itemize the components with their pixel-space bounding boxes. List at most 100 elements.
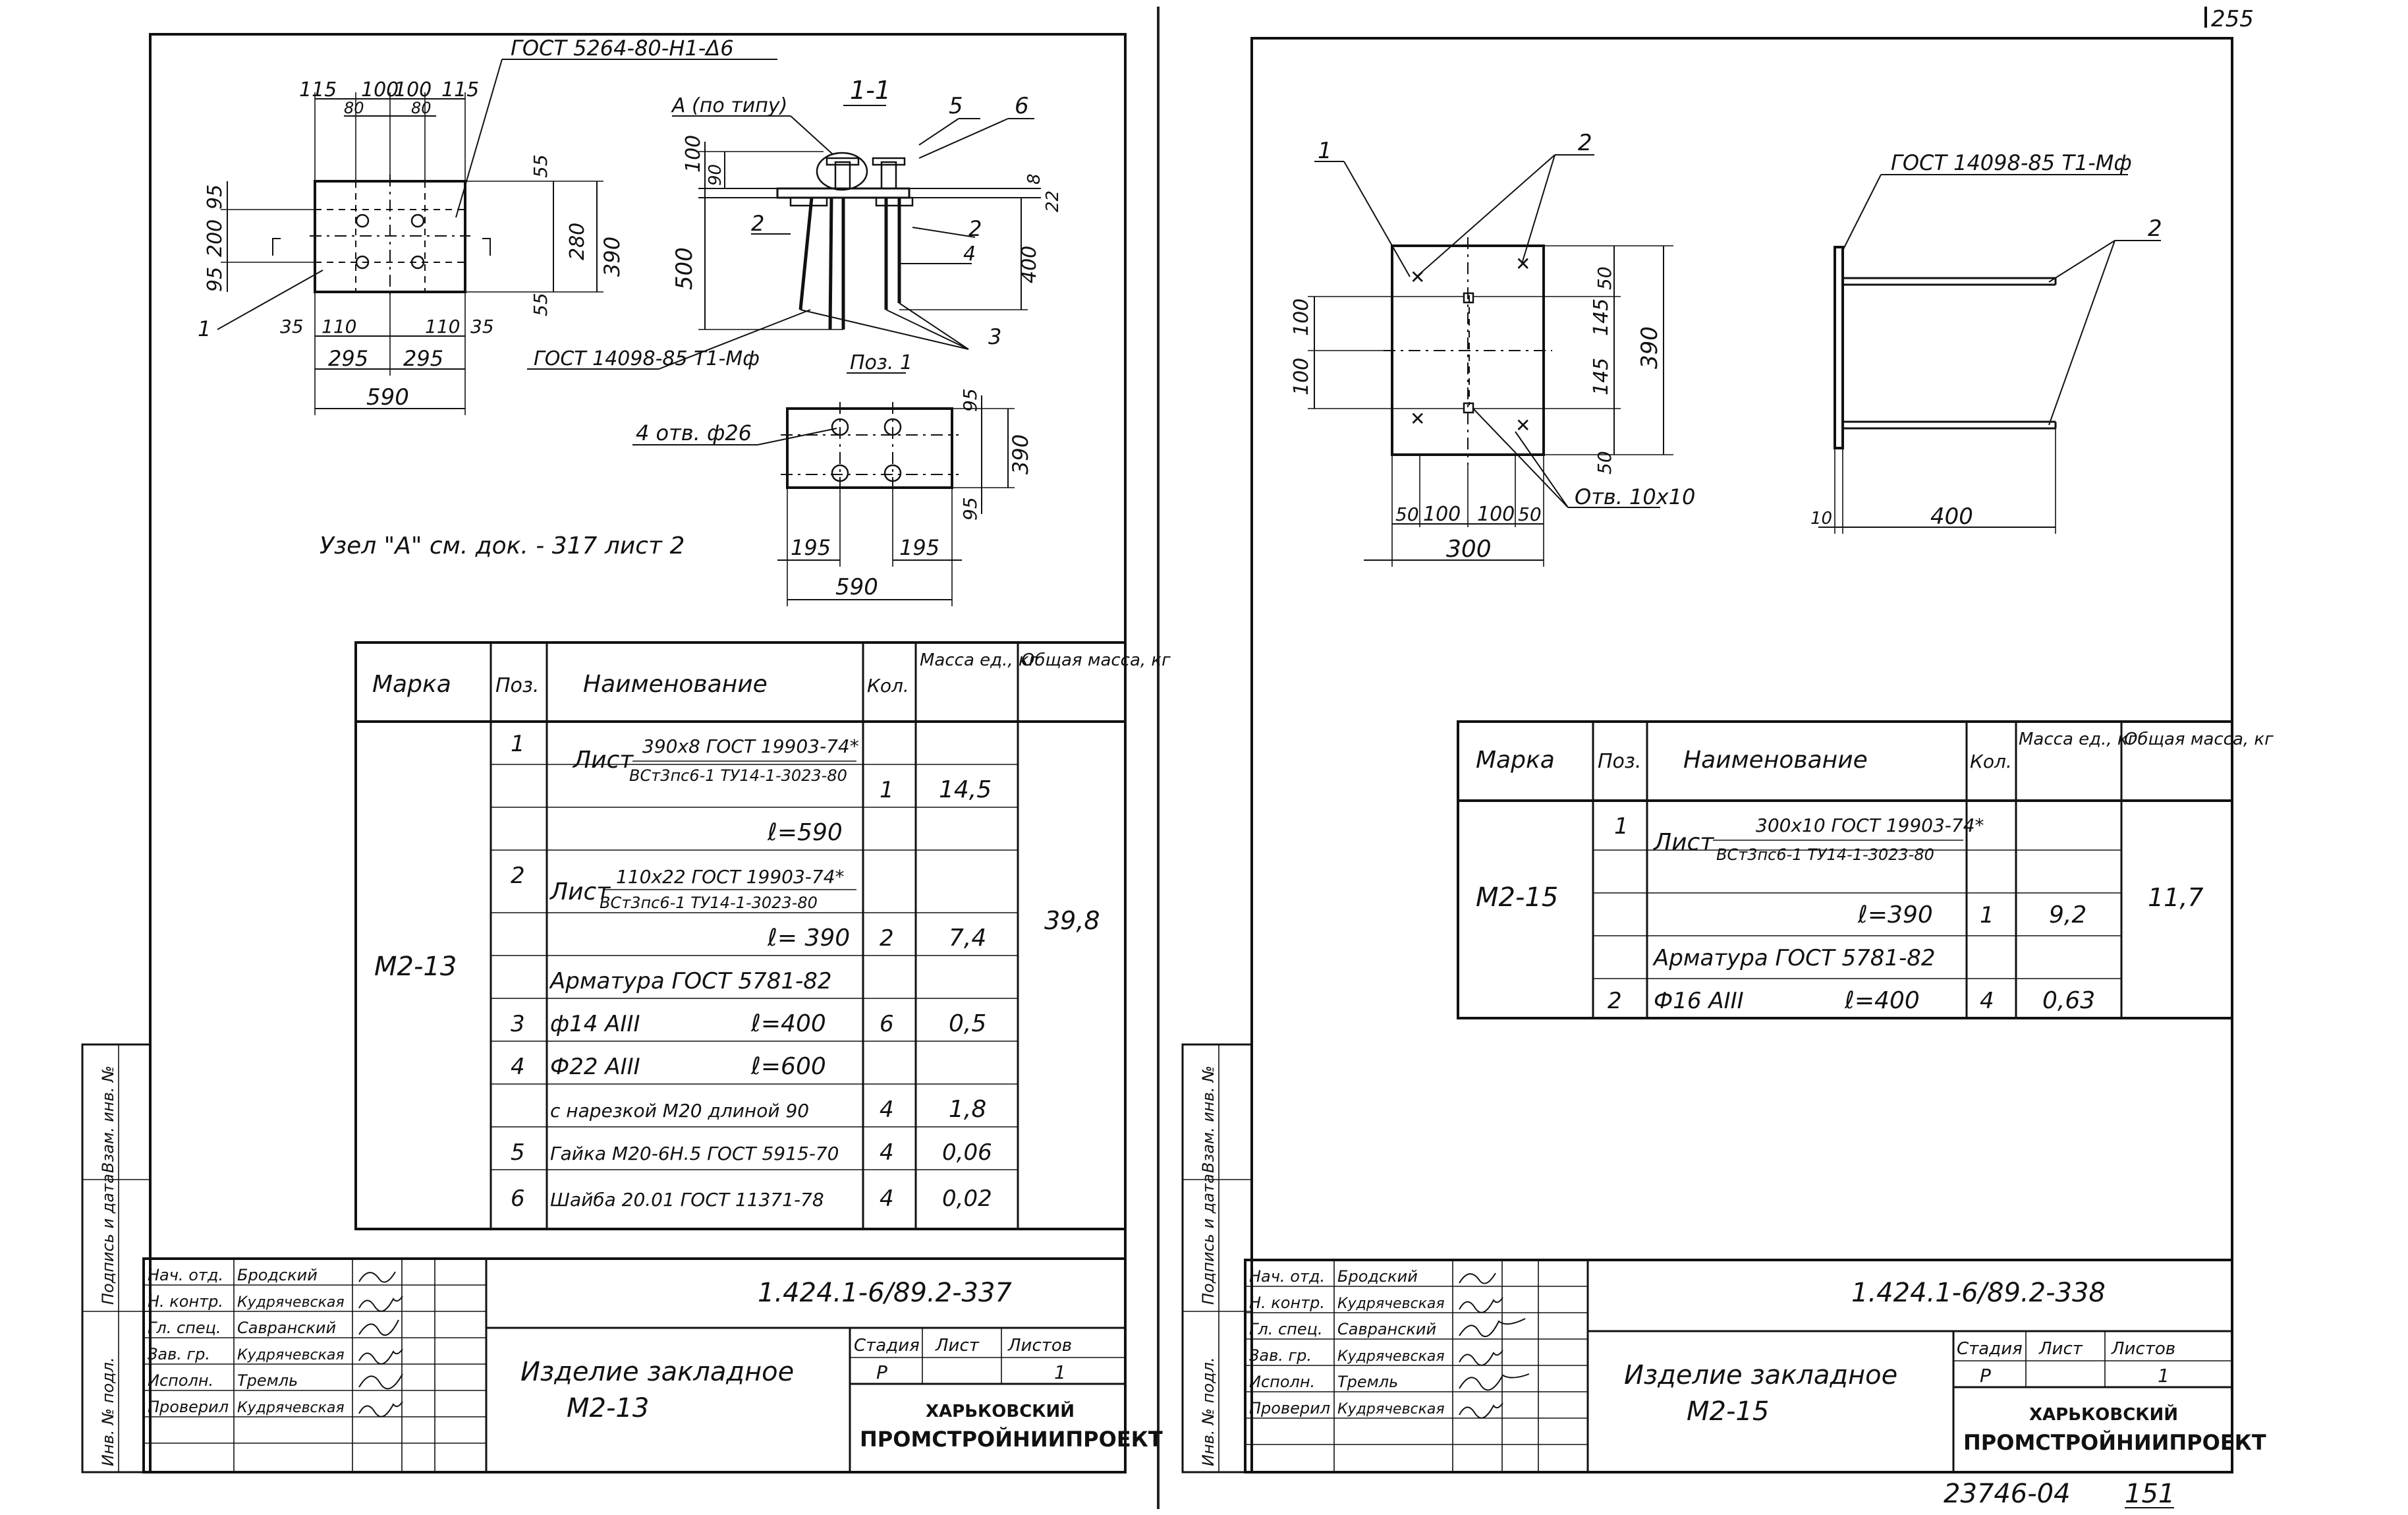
qty-cell: 4 xyxy=(1980,988,1994,1014)
sheet-header: Лист xyxy=(935,1336,980,1356)
dim-280: 280 xyxy=(566,223,589,260)
person-name: Савранский xyxy=(237,1319,336,1337)
dim-100: 100 xyxy=(361,78,399,101)
qty-cell: 4 xyxy=(880,1097,894,1123)
person-name: Кудрячевская xyxy=(237,1294,345,1311)
header-unit-mass: Масса ед., кг xyxy=(2019,729,2137,749)
length-cell: ℓ=400 xyxy=(1844,987,1920,1014)
right-title-block: Нач. отд. Н. контр. Гл. спец. Зав. гр. И… xyxy=(1244,1259,2266,1473)
name-cell: Лист xyxy=(1652,829,1714,856)
sheet-header: Лист xyxy=(2038,1339,2083,1359)
signature xyxy=(1459,1373,1530,1391)
dim-100: 100 xyxy=(1477,503,1515,526)
header-qty: Кол. xyxy=(1970,751,2012,772)
organization-line2: ПРОМСТРОЙНИИПРОЕКТ xyxy=(860,1427,1163,1452)
callout-1: 1 xyxy=(198,316,211,341)
dim-80: 80 xyxy=(344,99,364,117)
node-a-label: А (по типу) xyxy=(671,94,787,117)
dim-100: 100 xyxy=(1423,503,1461,526)
dim-400: 400 xyxy=(1930,503,1973,530)
qty-cell: 1 xyxy=(1980,902,1994,929)
header-name: Наименование xyxy=(1683,747,1868,774)
length-cell: ℓ=590 xyxy=(767,819,843,846)
name-cell: Ф22 АIII xyxy=(550,1054,640,1080)
pos-1-label: Поз. 1 xyxy=(850,351,912,374)
signature xyxy=(1459,1297,1503,1313)
qty-cell: 4 xyxy=(880,1139,894,1166)
pos-1-plate: 4 отв. ф26 95 390 95 195 195 590 xyxy=(632,388,1033,606)
header-mark: Марка xyxy=(1476,747,1555,774)
dim-145: 145 xyxy=(1590,358,1613,395)
name-cell: 300х10 ГОСТ 19903-74* xyxy=(1756,815,1984,836)
dim-50: 50 xyxy=(1518,503,1542,525)
pos-cell: 1 xyxy=(511,731,525,757)
header-mark: Марка xyxy=(372,671,451,698)
side-inv-label: Инв. № подл. xyxy=(1199,1357,1218,1466)
dim-35: 35 xyxy=(470,316,494,337)
stage-value: Р xyxy=(1980,1365,1991,1386)
organization-line1: ХАРЬКОВСКИЙ xyxy=(2029,1404,2178,1425)
qty-cell: 2 xyxy=(880,925,894,952)
document-code: 1.424.1-6/89.2-338 xyxy=(1851,1278,2106,1308)
organization-line2: ПРОМСТРОЙНИИПРОЕКТ xyxy=(1963,1430,2266,1455)
sheets-header: Листов xyxy=(1007,1336,1072,1356)
name-cell: Лист xyxy=(549,878,611,905)
header-total-mass: Общая масса, кг xyxy=(2124,729,2274,749)
person-name: Тремль xyxy=(1337,1373,1398,1391)
role-label: Нач. отд. xyxy=(148,1266,223,1284)
name-cell: ВСт3пс6-1 ТУ14-1-3023-80 xyxy=(1716,845,1934,864)
stage-header: Стадия xyxy=(854,1336,920,1356)
qty-cell: 1 xyxy=(880,777,894,803)
document-subtitle: М2-13 xyxy=(567,1393,649,1423)
stage-value: Р xyxy=(876,1361,887,1383)
pos-cell: 6 xyxy=(511,1186,525,1212)
dim-110: 110 xyxy=(322,316,356,337)
signature xyxy=(358,1271,396,1283)
holes-label: 4 отв. ф26 xyxy=(636,420,752,445)
signature xyxy=(358,1296,403,1312)
signature xyxy=(358,1348,403,1365)
page-number: 255 xyxy=(2211,6,2254,32)
pos-cell: 2 xyxy=(1608,988,1622,1014)
callout-6: 6 xyxy=(1015,93,1029,119)
role-label: Исполн. xyxy=(1249,1373,1315,1391)
name-cell: Ф16 АIII xyxy=(1654,988,1744,1014)
total-mass-cell: 11,7 xyxy=(2148,883,2204,912)
callout-2: 2 xyxy=(751,211,764,236)
svg-text:✕: ✕ xyxy=(1515,253,1530,275)
dim-100: 100 xyxy=(394,78,432,101)
name-cell: Гайка М20-6Н.5 ГОСТ 5915-70 xyxy=(550,1143,839,1164)
plan-view-m2-13: 115 100 100 115 80 80 95 200 95 55 280 5… xyxy=(198,36,777,415)
signature xyxy=(358,1373,403,1390)
role-label: Исполн. xyxy=(148,1371,213,1390)
name-cell: Лист xyxy=(572,747,634,774)
dim-590: 590 xyxy=(835,574,878,600)
weld-note-top: ГОСТ 5264-80-Н1-Δ6 xyxy=(511,36,734,61)
role-label: Зав. гр. xyxy=(148,1345,210,1363)
left-sheet: 115 100 100 115 80 80 95 200 95 55 280 5… xyxy=(81,33,1171,1473)
callout-2: 2 xyxy=(968,216,982,241)
document-subtitle: М2-15 xyxy=(1687,1396,1769,1427)
unit-mass-cell: 9,2 xyxy=(2049,901,2086,929)
callout-4: 4 xyxy=(963,243,976,266)
stage-header: Стадия xyxy=(1957,1339,2023,1359)
organization-line1: ХАРЬКОВСКИЙ xyxy=(926,1400,1075,1421)
role-label: Проверил xyxy=(148,1398,229,1416)
document-code: 1.424.1-6/89.2-337 xyxy=(758,1278,1012,1308)
rebar-cell: Арматура ГОСТ 5781-82 xyxy=(549,968,832,994)
dim-100: 100 xyxy=(682,135,705,173)
signature xyxy=(358,1401,403,1417)
name-cell: Шайба 20.01 ГОСТ 11371-78 xyxy=(550,1189,824,1211)
holes-label: Отв. 10х10 xyxy=(1575,484,1695,509)
spec-table-m2-15: Марка Поз. Наименование Кол. Масса ед., … xyxy=(1457,720,2274,1019)
mark-cell: М2-13 xyxy=(374,952,457,982)
dim-95: 95 xyxy=(959,497,981,521)
dim-400: 400 xyxy=(1018,246,1041,283)
weld-note: ГОСТ 14098-85 Т1-Мф xyxy=(1891,150,2132,175)
callout-3: 3 xyxy=(988,324,1001,349)
dim-195: 195 xyxy=(899,535,939,560)
dim-590: 590 xyxy=(366,384,409,411)
archive-page: 151 xyxy=(2125,1479,2175,1509)
side-inv-label: Инв. № подл. xyxy=(99,1357,117,1466)
dim-500: 500 xyxy=(671,247,698,290)
